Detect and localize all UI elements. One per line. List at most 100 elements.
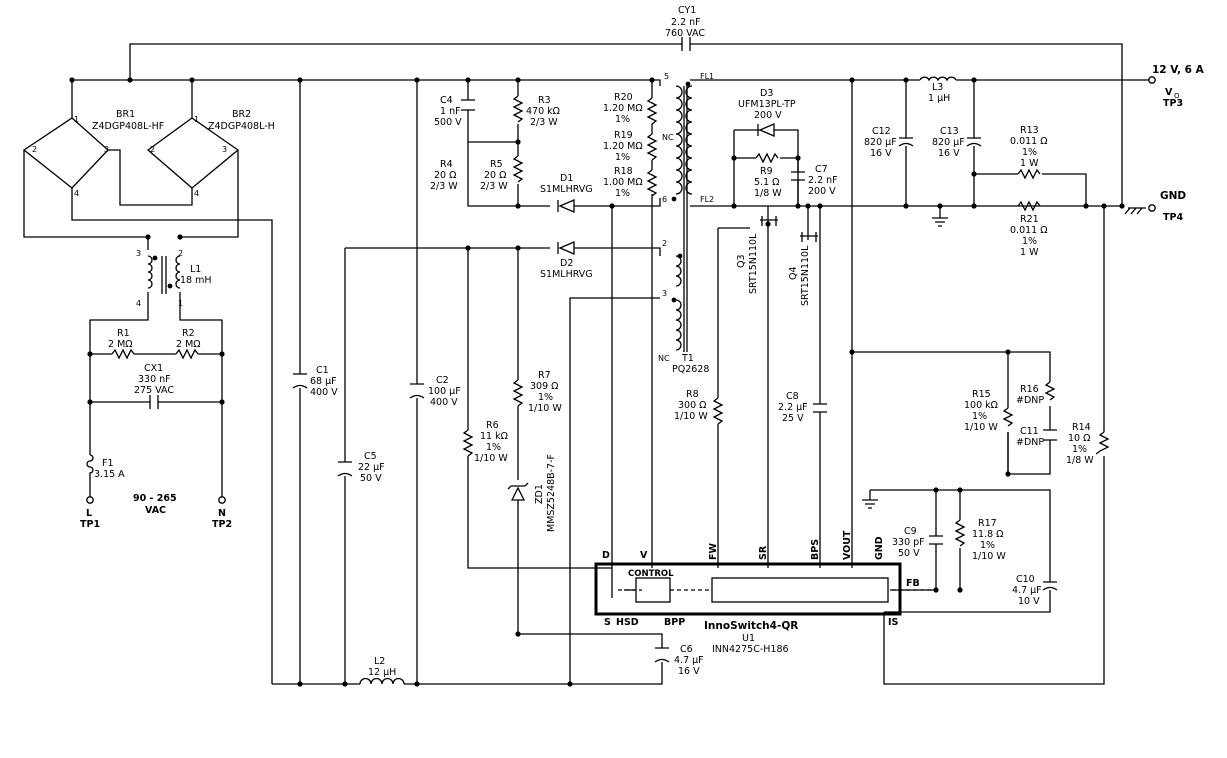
cy1-value: 2.2 nF xyxy=(671,17,701,28)
br1-ref: BR1 xyxy=(116,109,135,120)
c10-voltage: 10 V xyxy=(1018,596,1040,607)
l-line: L xyxy=(86,508,92,519)
r15-ref: R15 xyxy=(972,389,991,400)
r17-tol: 1% xyxy=(980,540,995,551)
d3-ref: D3 xyxy=(760,88,773,99)
r7-power: 1/10 W xyxy=(528,403,562,414)
c10-value: 4.7 µF xyxy=(1012,585,1042,596)
annotations: CY1 2.2 nF 760 VAC 12 V, 6 A V O TP3 GND… xyxy=(32,5,1205,678)
d3-voltage: 200 V xyxy=(754,110,782,121)
ic-pin-sr: SR xyxy=(758,545,769,560)
br2-pin1: 1 xyxy=(194,115,199,124)
c4-ref: C4 xyxy=(440,95,453,106)
c12-ref: C12 xyxy=(872,126,891,137)
br2-pin3: 3 xyxy=(222,145,227,154)
zd1-part: MMSZ5248B-7-F xyxy=(546,454,557,532)
br1-pin3: 3 xyxy=(104,145,109,154)
d1-ref: D1 xyxy=(560,173,573,184)
r19-tol: 1% xyxy=(615,152,630,163)
c11-ref: C11 xyxy=(1020,426,1039,437)
ic-pin-is: IS xyxy=(888,617,899,628)
cy1-voltage: 760 VAC xyxy=(665,28,705,39)
ic-name: InnoSwitch4-QR xyxy=(704,620,798,632)
br2-part: Z4DGP408L-H xyxy=(208,121,275,132)
c9-value: 330 pF xyxy=(892,537,925,548)
c13-voltage: 16 V xyxy=(938,148,960,159)
ic-pin-v: V xyxy=(640,550,648,561)
c4-value: 1 nF xyxy=(440,106,461,117)
r13-value: 0.011 Ω xyxy=(1010,136,1047,147)
d2-part: S1MLHRVG xyxy=(540,269,593,280)
br2-ref: BR2 xyxy=(232,109,251,120)
t1-nc1: NC xyxy=(662,133,674,142)
t1-pin5: 5 xyxy=(664,72,669,81)
r6-power: 1/10 W xyxy=(474,453,508,464)
r14-tol: 1% xyxy=(1072,444,1087,455)
br1-pin2: 2 xyxy=(32,145,37,154)
c9-ref: C9 xyxy=(904,526,917,537)
r4-ref: R4 xyxy=(440,159,453,170)
r5-ref: R5 xyxy=(490,159,503,170)
r19-value: 1.20 MΩ xyxy=(603,141,643,152)
ic-pin-fw: FW xyxy=(708,543,719,560)
r7-value: 309 Ω xyxy=(530,381,558,392)
ic-pin-d: D xyxy=(602,550,610,561)
c7-voltage: 200 V xyxy=(808,186,836,197)
r18-value: 1.00 MΩ xyxy=(603,177,643,188)
c2-ref: C2 xyxy=(436,375,449,386)
t1-pin3: 3 xyxy=(662,289,667,298)
junction-dots xyxy=(69,76,1156,687)
c1-voltage: 400 V xyxy=(310,387,338,398)
components xyxy=(22,37,1146,685)
t1-fl1: FL1 xyxy=(700,72,714,81)
q4-ref: Q4 xyxy=(788,266,799,280)
c1-value: 68 µF xyxy=(310,376,337,387)
r17-ref: R17 xyxy=(978,518,997,529)
tp3-label: TP3 xyxy=(1163,98,1183,109)
c5-value: 22 µF xyxy=(358,462,385,473)
ic-pin-vout: VOUT xyxy=(842,530,853,560)
r21-tol: 1% xyxy=(1022,236,1037,247)
r9-ref: R9 xyxy=(760,166,773,177)
r16-value: #DNP xyxy=(1016,395,1044,406)
cx1-ref: CX1 xyxy=(144,363,163,374)
tp2-label: TP2 xyxy=(212,519,232,530)
r8-power: 1/10 W xyxy=(674,411,708,422)
br1-pin1: 1 xyxy=(74,115,79,124)
r3-value: 470 kΩ xyxy=(526,106,560,117)
l1-pin3: 3 xyxy=(136,249,141,258)
r2-value: 2 MΩ xyxy=(176,339,201,350)
c4-voltage: 500 V xyxy=(434,117,462,128)
f1-value: 3.15 A xyxy=(94,469,125,480)
r20-ref: R20 xyxy=(614,92,633,103)
c12-voltage: 16 V xyxy=(870,148,892,159)
t1-fl2: FL2 xyxy=(700,195,714,204)
l1-pin4: 4 xyxy=(136,299,141,308)
r13-tol: 1% xyxy=(1022,147,1037,158)
l1-value: 18 mH xyxy=(180,275,212,286)
r2-ref: R2 xyxy=(182,328,195,339)
wires xyxy=(23,43,1150,685)
r15-power: 1/10 W xyxy=(964,422,998,433)
r7-tol: 1% xyxy=(538,392,553,403)
r14-power: 1/8 W xyxy=(1066,455,1094,466)
c13-ref: C13 xyxy=(940,126,959,137)
br1-part: Z4DGP408L-HF xyxy=(92,121,164,132)
l2-ref: L2 xyxy=(374,656,385,667)
r4-value: 20 Ω xyxy=(434,170,456,181)
d2-ref: D2 xyxy=(560,258,573,269)
r3-ref: R3 xyxy=(538,95,551,106)
ic-pin-bps: BPS xyxy=(810,539,821,560)
r8-ref: R8 xyxy=(686,389,699,400)
r15-tol: 1% xyxy=(972,411,987,422)
vo-label: V xyxy=(1165,87,1173,98)
vo-subscript: O xyxy=(1174,92,1180,100)
r6-value: 11 kΩ xyxy=(480,431,508,442)
l3-value: 1 µH xyxy=(928,93,950,104)
t1-pin2: 2 xyxy=(662,239,667,248)
r17-power: 1/10 W xyxy=(972,551,1006,562)
d1-part: S1MLHRVG xyxy=(540,184,593,195)
c9-voltage: 50 V xyxy=(898,548,920,559)
c13-value: 820 µF xyxy=(932,137,965,148)
